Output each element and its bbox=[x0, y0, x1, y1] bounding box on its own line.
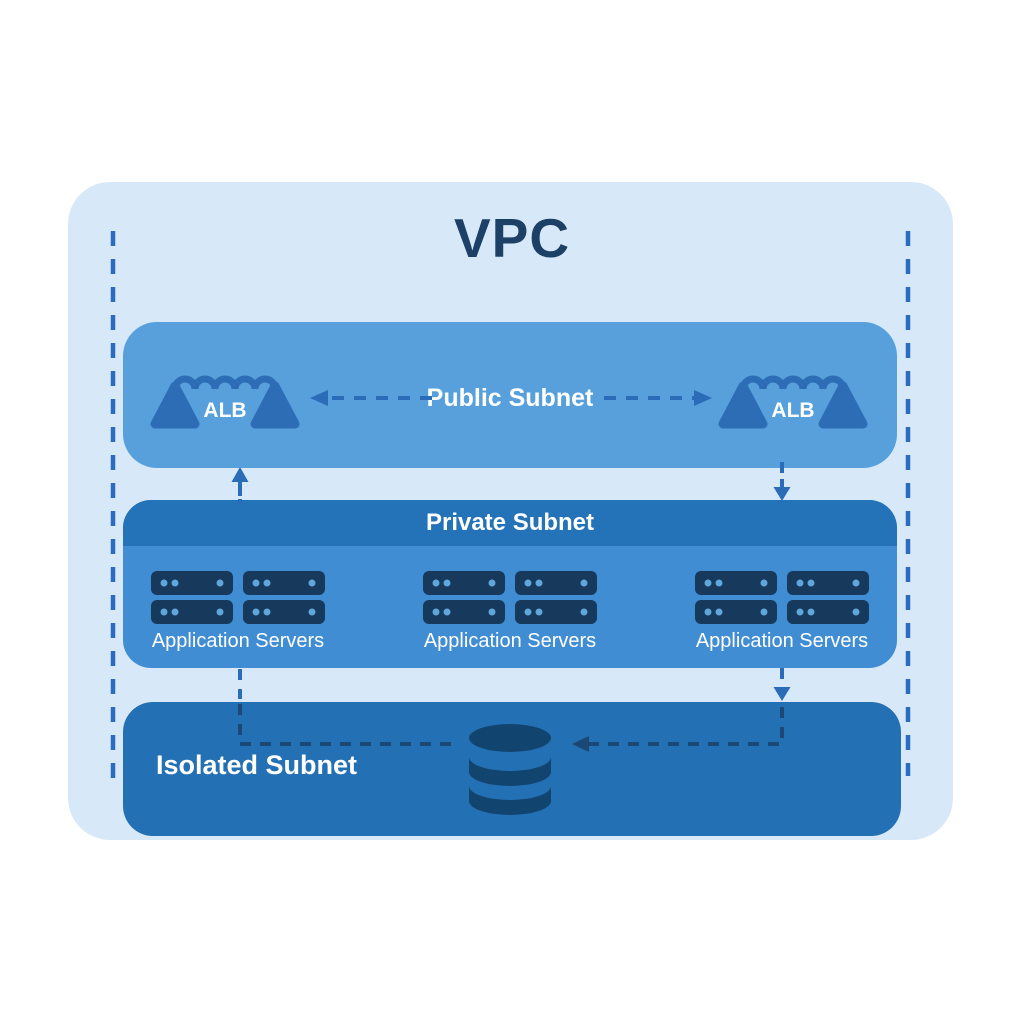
alb-label-left: ALB bbox=[203, 399, 246, 422]
app-server-label: Application Servers bbox=[695, 630, 869, 652]
vpc-title: VPC bbox=[453, 207, 571, 269]
public-subnet-label: Public Subnet bbox=[426, 384, 594, 412]
server-rack-icon bbox=[695, 571, 869, 624]
app-server-group: Application Servers bbox=[410, 571, 610, 653]
app-server-group: Application Servers bbox=[138, 571, 338, 653]
public-subnet-box bbox=[123, 322, 897, 468]
squiggle-link-icon bbox=[171, 375, 279, 393]
private-subnet-label: Private Subnet bbox=[123, 500, 897, 546]
load-balancer-icon: ALB bbox=[150, 375, 300, 429]
squiggle-link-icon bbox=[739, 375, 847, 393]
isolated-subnet-label: Isolated Subnet bbox=[156, 750, 358, 780]
app-server-label: Application Servers bbox=[151, 630, 325, 652]
app-server-group: Application Servers bbox=[682, 571, 882, 653]
database-icon bbox=[469, 724, 551, 815]
server-rack-icon bbox=[423, 571, 597, 624]
load-balancer-icon: ALB bbox=[718, 375, 868, 429]
app-server-label: Application Servers bbox=[423, 630, 597, 652]
alb-label-right: ALB bbox=[771, 399, 814, 422]
server-rack-icon bbox=[151, 571, 325, 624]
